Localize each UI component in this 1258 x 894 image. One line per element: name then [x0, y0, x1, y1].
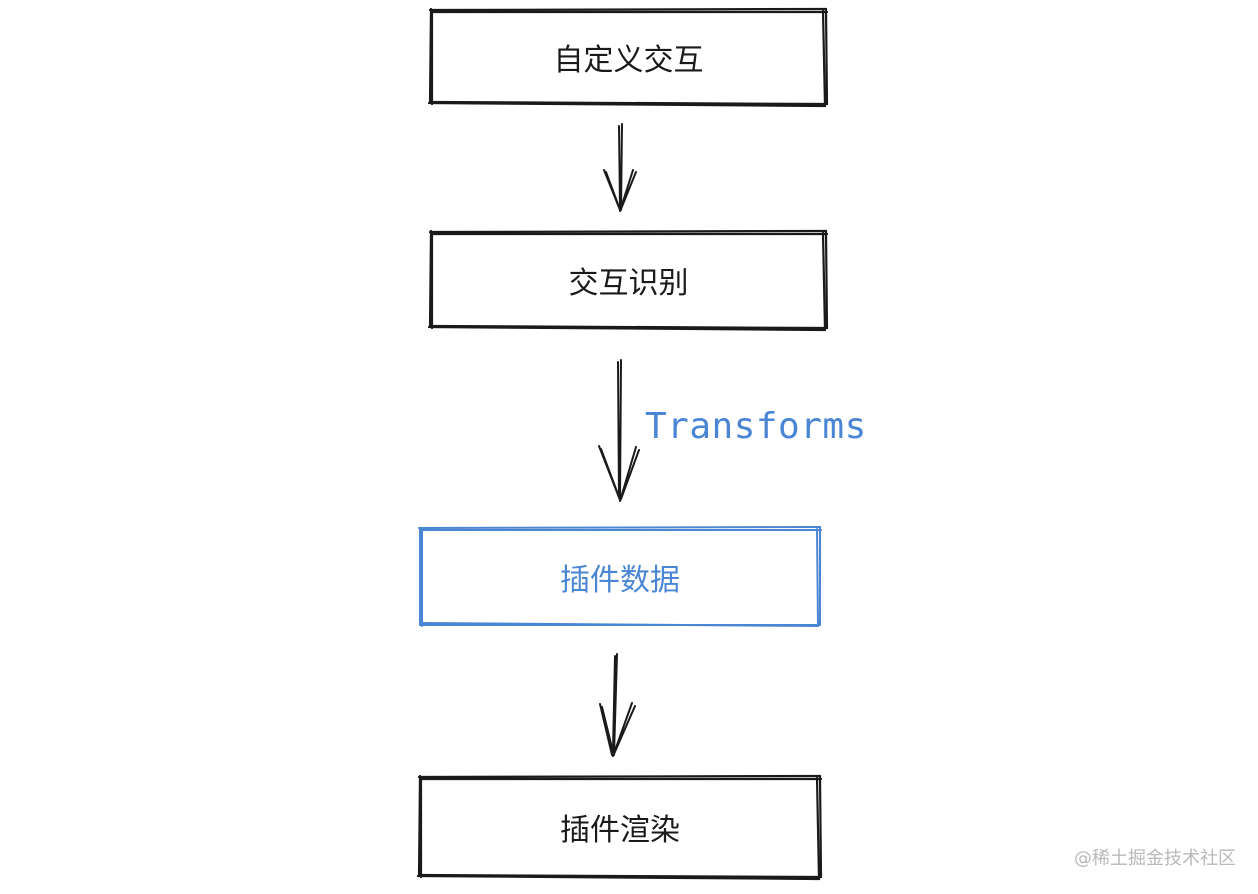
arrow-3 [599, 653, 636, 757]
node-label-custom-interaction: 自定义交互 [553, 43, 704, 78]
arrow-1 [603, 123, 637, 212]
node-box-interaction-recognition [427, 229, 829, 332]
node-label-interaction-recognition: 交互识别 [568, 266, 689, 301]
edge-label-transforms: Transforms [645, 406, 867, 447]
arrow-2 [598, 359, 640, 502]
watermark: @稀土掘金技术社区 [1074, 848, 1236, 869]
node-label-plugin-render: 插件渲染 [560, 812, 680, 848]
node-box-plugin-data [418, 526, 822, 627]
node-label-plugin-data: 插件数据 [560, 562, 680, 598]
node-box-plugin-render [416, 774, 823, 881]
node-box-custom-interaction [427, 7, 829, 108]
